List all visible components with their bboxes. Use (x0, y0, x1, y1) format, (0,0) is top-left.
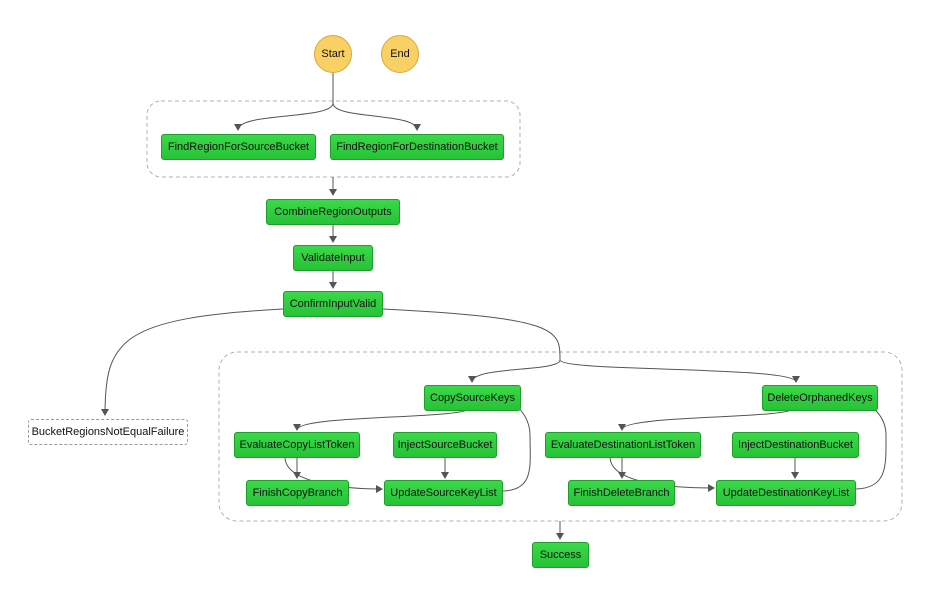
start-state[interactable]: Start (314, 35, 352, 73)
edge-to-find-dest (332, 102, 421, 131)
state-copy-source-keys[interactable]: CopySourceKeys (424, 385, 521, 411)
state-evaluate-copy-list-token[interactable]: EvaluateCopyListToken (234, 432, 360, 458)
state-bucket-regions-not-equal-failure[interactable]: BucketRegionsNotEqualFailure (28, 419, 188, 445)
state-validate-input[interactable]: ValidateInput (293, 245, 373, 271)
edge-to-find-source (234, 102, 334, 131)
state-finish-copy-branch[interactable]: FinishCopyBranch (246, 480, 349, 506)
state-update-source-key-list[interactable]: UpdateSourceKeyList (384, 480, 503, 506)
state-success[interactable]: Success (532, 542, 589, 568)
edge-confirm-to-failure (101, 308, 284, 416)
state-combine-region-outputs[interactable]: CombineRegionOutputs (266, 199, 400, 225)
state-inject-source-bucket[interactable]: InjectSourceBucket (393, 432, 497, 458)
edge-to-copy-source-keys (468, 359, 561, 383)
state-inject-destination-bucket[interactable]: InjectDestinationBucket (732, 432, 859, 458)
state-confirm-input-valid[interactable]: ConfirmInputValid (283, 291, 383, 317)
end-state[interactable]: End (381, 35, 419, 73)
state-evaluate-destination-list-token[interactable]: EvaluateDestinationListToken (545, 432, 701, 458)
state-find-region-for-destination-bucket[interactable]: FindRegionForDestinationBucket (330, 134, 504, 160)
parallel-group-sync (218, 351, 903, 522)
edge-to-delete-orphaned-keys (559, 359, 800, 383)
state-update-destination-key-list[interactable]: UpdateDestinationKeyList (716, 480, 856, 506)
edge-update-source-loop (502, 397, 531, 492)
edge-confirm-to-sync (382, 308, 561, 361)
state-finish-delete-branch[interactable]: FinishDeleteBranch (568, 480, 675, 506)
edge-update-dest-loop (855, 399, 887, 490)
state-find-region-for-source-bucket[interactable]: FindRegionForSourceBucket (161, 134, 316, 160)
state-delete-orphaned-keys[interactable]: DeleteOrphanedKeys (762, 385, 878, 411)
